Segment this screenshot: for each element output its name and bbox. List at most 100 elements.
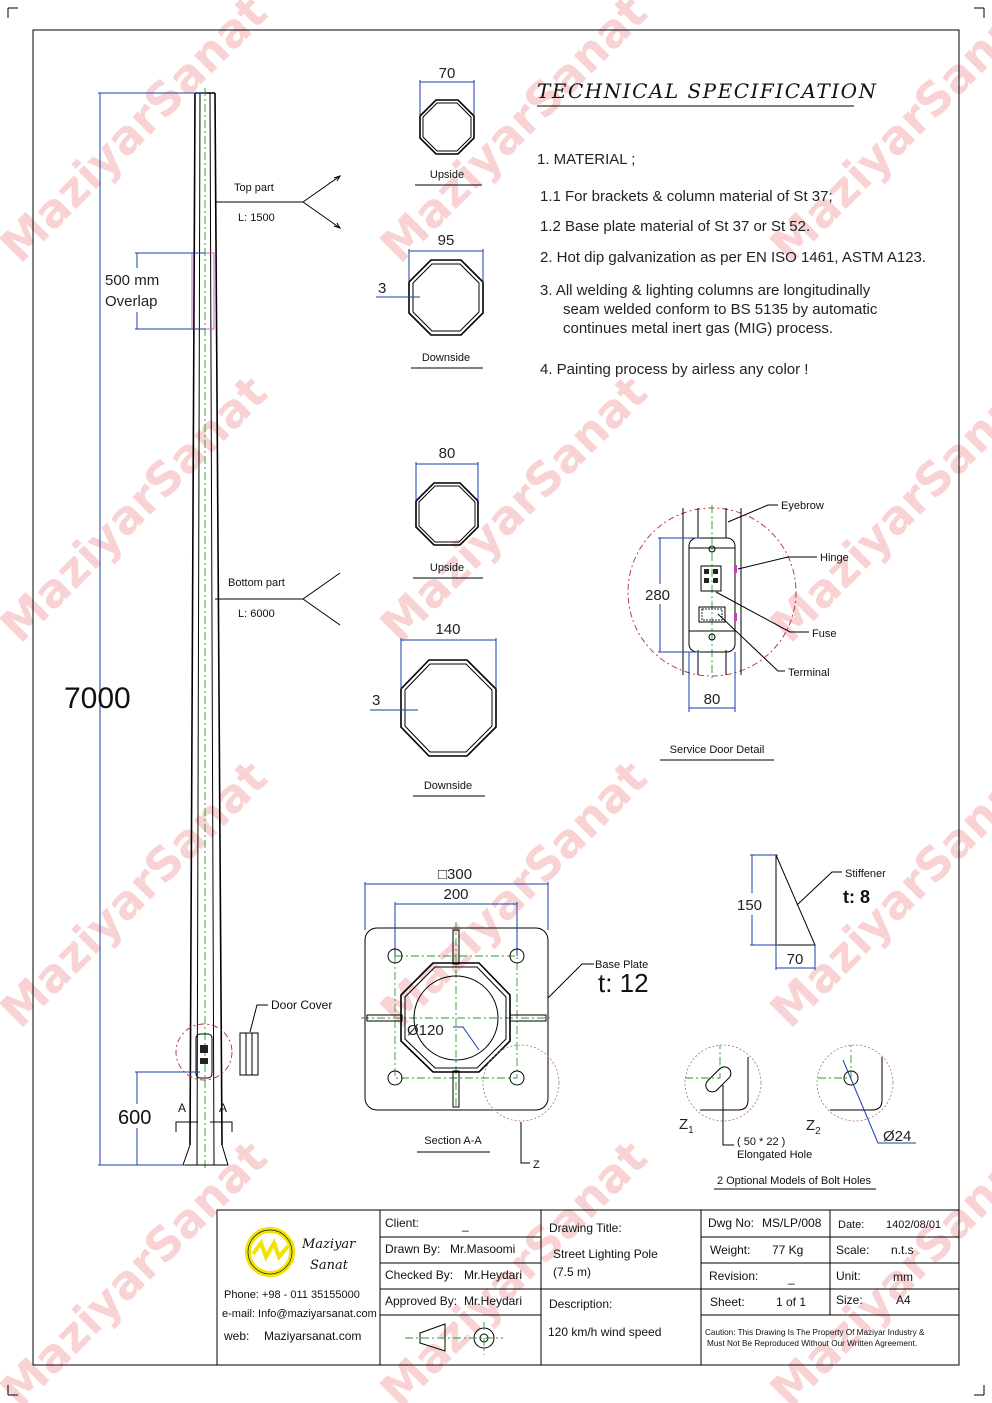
- weight-value: 77 Kg: [772, 1243, 803, 1257]
- checked-value: Mr.Heydari: [464, 1268, 522, 1282]
- caution-line-1: Caution: This Drawing Is The Property Of…: [705, 1328, 925, 1337]
- scale-label: Scale:: [836, 1243, 869, 1257]
- spec-item: 1.1 For brackets & column material of St…: [540, 188, 833, 205]
- checked-label: Checked By:: [385, 1268, 453, 1282]
- detail-z-circle[interactable]: [482, 1044, 560, 1122]
- hinge-label: Hinge: [820, 552, 849, 564]
- sheet-value: 1 of 1: [776, 1295, 806, 1309]
- service-door-title: Service Door Detail: [670, 744, 765, 756]
- dim-95: 95: [438, 232, 455, 249]
- section-mark-right: A: [219, 1101, 227, 1115]
- z2-label: Z2: [806, 1117, 821, 1137]
- section-upside-80: 80 Upside: [413, 445, 483, 579]
- eyebrow-label: Eyebrow: [781, 500, 824, 512]
- technical-specification: TECHNICAL SPECIFICATION 1. MATERIAL ; 1.…: [537, 79, 926, 378]
- caution-line-2: Must Not Be Reproduced Without Our Writt…: [707, 1339, 917, 1348]
- round-hole-dim: Ø24: [883, 1128, 911, 1145]
- service-door-detail: 280 80 Eyebrow Hinge Fuse Terminal Servi…: [627, 500, 849, 761]
- web[interactable]: Maziyarsanat.com: [264, 1329, 361, 1343]
- drawing-title-2: (7.5 m): [553, 1265, 591, 1279]
- section-downside-140: 140 3 Downside: [370, 621, 497, 797]
- base-plate-section: □300 200 Ø120 Z Base Plate t: 12 Section…: [361, 866, 649, 1171]
- pole-door: [195, 1033, 213, 1079]
- bolt-spacing-dim: 200: [443, 886, 468, 903]
- top-part-label: Top part: [234, 182, 274, 194]
- door-cover-label: Door Cover: [271, 998, 332, 1012]
- elongated-size: ( 50 * 22 ): [737, 1136, 785, 1148]
- spec-item: 2. Hot dip galvanization as per EN ISO 1…: [540, 249, 926, 266]
- dim-70: 70: [439, 65, 456, 82]
- label-downside: Downside: [424, 780, 472, 792]
- label-upside: Upside: [430, 169, 464, 181]
- section-downside-95: 95 3 Downside: [376, 232, 484, 369]
- stiffener-label: Stiffener: [845, 868, 886, 880]
- approved-label: Approved By:: [385, 1294, 457, 1308]
- stiffener-width: 70: [787, 951, 804, 968]
- bottom-part-length: L: 6000: [238, 608, 275, 620]
- section-upside-70: 70 Upside: [415, 65, 482, 186]
- overlap-dim-1: 500 mm: [105, 272, 159, 289]
- client-value: _: [461, 1218, 469, 1232]
- drawn-label: Drawn By:: [385, 1242, 440, 1256]
- description-label: Description:: [549, 1297, 612, 1311]
- email[interactable]: e-mail: Info@maziyarsanat.com: [222, 1308, 377, 1320]
- bolt-hole-options: Z1 ( 50 * 22 ) Elongated Hole Z2 Ø24 2 O…: [679, 1044, 916, 1190]
- dwg-value: MS/LP/008: [762, 1216, 822, 1230]
- unit-label: Unit:: [836, 1269, 861, 1283]
- plate-outer-dim: □300: [438, 866, 472, 883]
- bolt-holes-title: 2 Optional Models of Bolt Holes: [717, 1175, 872, 1187]
- company-name-1: Maziyar: [301, 1237, 356, 1252]
- web-label: web:: [223, 1329, 249, 1343]
- revision-label: Revision:: [709, 1269, 758, 1283]
- approved-value: Mr.Heydari: [464, 1294, 522, 1308]
- door-width-80: 80: [704, 691, 721, 708]
- stiffener-thickness: t: 8: [843, 887, 870, 907]
- bottom-part-label: Bottom part: [228, 577, 285, 589]
- scale-value: n.t.s: [891, 1243, 914, 1257]
- drawing-title-1: Street Lighting Pole: [553, 1247, 658, 1261]
- dwg-label: Dwg No:: [708, 1216, 754, 1230]
- elongated-label: Elongated Hole: [737, 1149, 812, 1161]
- door-detail-circle[interactable]: [175, 1023, 233, 1081]
- top-part-length: L: 1500: [238, 212, 275, 224]
- thickness-3: 3: [378, 280, 386, 297]
- fuse-label: Fuse: [812, 628, 836, 640]
- spec-item: 4. Painting process by airless any color…: [540, 361, 808, 378]
- spec-item: 1. MATERIAL ;: [537, 151, 635, 168]
- door-height-dim: 600: [118, 1107, 151, 1129]
- door-height-280: 280: [645, 587, 670, 604]
- spec-item: 3. All welding & lighting columns are lo…: [540, 282, 871, 299]
- label-upside: Upside: [430, 562, 464, 574]
- z1-label: Z1: [679, 1116, 694, 1136]
- size-value: A4: [896, 1293, 911, 1307]
- company-name-2: Sanat: [310, 1258, 349, 1273]
- section-mark-left: A: [178, 1101, 186, 1115]
- sheet-label: Sheet:: [710, 1295, 745, 1309]
- bore-dim: Ø120: [407, 1022, 444, 1039]
- date-value: 1402/08/01: [886, 1219, 941, 1231]
- section-aa-label: Section A-A: [424, 1135, 482, 1147]
- size-label: Size:: [836, 1293, 863, 1307]
- pole-elevation: Door Cover A A 7000 600 500 mm Overlap T…: [64, 88, 342, 1170]
- dim-140: 140: [435, 621, 460, 638]
- drawing-title-label: Drawing Title:: [549, 1221, 622, 1235]
- unit-value: mm: [893, 1270, 913, 1284]
- company-logo: Maziyar Sanat: [245, 1227, 356, 1277]
- spec-item: 1.2 Base plate material of St 37 or St 5…: [540, 218, 810, 235]
- base-plate-thickness: t: 12: [598, 968, 649, 998]
- total-height-dim: 7000: [64, 682, 131, 715]
- base-plate-label: Base Plate: [595, 959, 648, 971]
- stiffener-height: 150: [737, 897, 762, 914]
- spec-item: seam welded conform to BS 5135 by automa…: [563, 301, 878, 318]
- door-cover: [239, 1032, 259, 1076]
- stiffener-detail: 150 70 Stiffener t: 8: [735, 854, 886, 970]
- label-downside: Downside: [422, 352, 470, 364]
- client-label: Client:: [385, 1216, 419, 1230]
- spec-item: continues metal inert gas (MIG) process.: [563, 320, 833, 337]
- date-label: Date:: [838, 1219, 864, 1231]
- phone: Phone: +98 - 011 35155000: [224, 1289, 360, 1301]
- overlap-dim-2: Overlap: [105, 293, 158, 310]
- dim-80: 80: [439, 445, 456, 462]
- revision-value: _: [787, 1271, 795, 1285]
